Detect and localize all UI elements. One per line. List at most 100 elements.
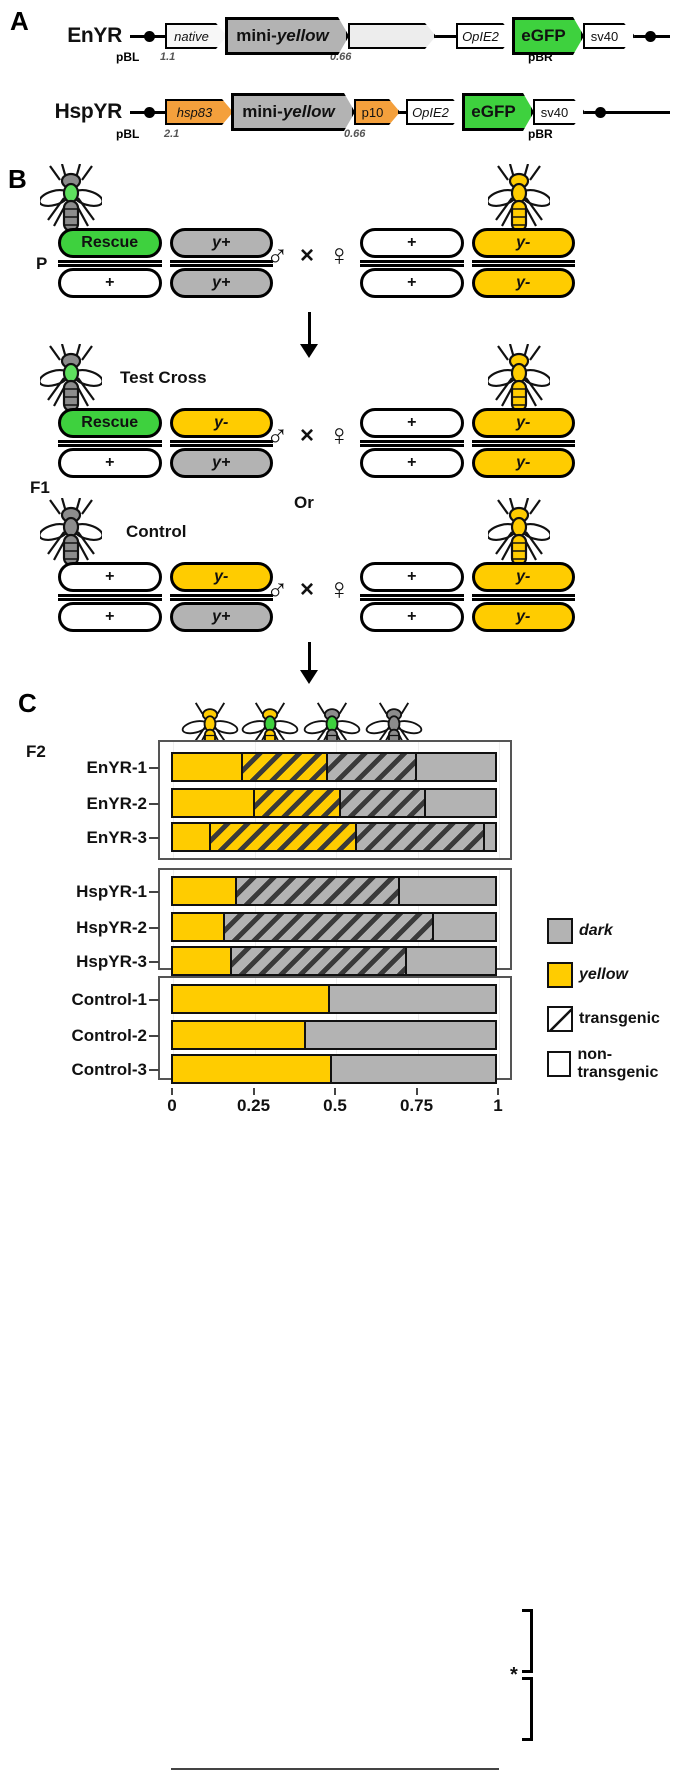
allele-y-minus: y-	[169, 408, 273, 438]
female-symbol: ♀	[328, 239, 351, 272]
control-male-bottom-alleles: + y+	[58, 602, 273, 632]
allele-y-minus: y-	[169, 562, 273, 592]
allele-y-plus: y+	[169, 602, 273, 632]
f1-female-top-alleles: + y-	[360, 408, 575, 438]
y-axis-tick	[149, 1069, 159, 1071]
stacked-bar	[171, 912, 497, 942]
panel-b-crossing-scheme: B Rescue y+ + y+ P	[0, 160, 685, 684]
bar-segment	[173, 986, 331, 1012]
gridline	[499, 870, 500, 968]
significance-bracket-top	[522, 1609, 533, 1673]
female-symbol: ♀	[328, 573, 351, 606]
gridline	[499, 742, 500, 858]
bar-segment	[232, 948, 408, 974]
allele-y-minus: y-	[471, 408, 575, 438]
x-axis-tick-label: 0.75	[399, 1096, 434, 1115]
allele-y-plus: y+	[169, 448, 273, 478]
f1-female-bottom-alleles: + y-	[360, 448, 575, 478]
segment-egfp-1: eGFP	[512, 17, 584, 55]
control-female-bottom-alleles: + y-	[360, 602, 575, 632]
label-size-native: 1.1	[160, 51, 176, 63]
bar-segment	[484, 824, 495, 850]
legend-item-non-transgenic: non-transgenic	[547, 1046, 685, 1082]
generation-label-p: P	[36, 254, 48, 273]
y-axis-tick	[149, 767, 159, 769]
stacked-bar	[171, 984, 497, 1014]
construct-hspyr: HspYR hsp83 mini-yellow p10 OpIE2 eGFP s…	[22, 92, 670, 132]
cross-f1-control: Control + y- + y+ ♂ × ♀	[0, 498, 685, 660]
p-female-genotype: + y- + y-	[360, 228, 575, 298]
arrow-head-icon	[300, 344, 318, 358]
label-or: Or	[294, 493, 314, 512]
chart-row-label: HspYR-2	[76, 918, 147, 937]
y-axis-tick	[149, 961, 159, 963]
generation-label-f2: F2	[26, 742, 46, 761]
label-size-p10: 0.66	[344, 128, 366, 140]
bar-segment	[340, 790, 427, 816]
allele-y-minus: y-	[471, 448, 575, 478]
arrow-head-icon	[300, 670, 318, 684]
x-axis-tick	[171, 1088, 173, 1095]
bar-segment	[327, 754, 418, 780]
allele-y-minus: y-	[471, 228, 575, 258]
allele-plus: +	[58, 602, 162, 632]
green-thorax-dark-fly-icon	[40, 164, 102, 233]
stacked-bar	[171, 1054, 497, 1084]
yellow-fly-icon	[488, 164, 550, 233]
allele-plus: +	[58, 562, 162, 592]
cross-symbol: ×	[300, 422, 315, 449]
segment-mini-yellow-1: mini-yellow	[225, 17, 349, 55]
bar-segment	[242, 754, 328, 780]
y-axis-tick	[149, 1035, 159, 1037]
bar-segment	[255, 790, 341, 816]
label-size-hsp83: 2.1	[164, 128, 180, 140]
yellow-fly-icon	[488, 498, 550, 567]
allele-y-plus: y+	[169, 228, 273, 258]
construct-enyr-backbone: native mini-yellow OpIE2 eGFP sv40	[130, 16, 670, 56]
bar-segment	[173, 878, 237, 904]
pbl-dot-icon	[144, 30, 155, 42]
segment-terminator-enyr	[348, 23, 436, 49]
cross-p: Rescue y+ + y+ P ♂ × ♀	[0, 164, 685, 326]
green-thorax-dark-fly-icon	[40, 344, 102, 413]
allele-plus: +	[58, 268, 162, 298]
chart-row-label: EnYR-2	[86, 794, 147, 813]
chart-row-label: EnYR-1	[86, 758, 147, 777]
label-pbl-2: pBL	[116, 127, 140, 141]
stacked-bar	[171, 752, 497, 782]
dark-fly-icon	[40, 498, 102, 567]
dark-transgenic-fly	[300, 702, 364, 759]
legend-label: non-transgenic	[577, 1046, 659, 1081]
chromosome-divider	[360, 440, 575, 447]
label-control: Control	[126, 522, 187, 541]
allele-y-plus: y+	[169, 268, 273, 298]
chart-row-label: HspYR-3	[76, 952, 147, 971]
y-axis-tick	[149, 891, 159, 893]
bar-segment	[331, 1056, 495, 1082]
p-male-top-alleles: Rescue y+	[58, 228, 273, 258]
allele-plus: +	[360, 228, 464, 258]
legend-label: dark	[579, 922, 613, 939]
label-pbl-1: pBL	[116, 50, 140, 64]
allele-y-minus: y-	[471, 562, 575, 592]
x-axis-tick-label: 0	[167, 1096, 177, 1115]
pbr-dot-icon	[645, 30, 656, 42]
construct-hspyr-name: HspYR	[54, 100, 123, 123]
bar-segment	[330, 986, 495, 1012]
f1-female-genotype: + y- + y-	[360, 408, 575, 478]
segment-sv40-2: sv40	[533, 99, 585, 125]
bar-segment	[173, 824, 211, 850]
pbl-dot-icon	[144, 106, 155, 118]
legend-swatch	[547, 962, 573, 988]
cross-symbol: ×	[300, 576, 315, 603]
segment-native-promoter: native	[165, 23, 227, 49]
bar-segment	[173, 790, 256, 816]
segment-sv40-1: sv40	[583, 23, 635, 49]
label-pbr-2: pBR	[528, 127, 553, 141]
allele-rescue: Rescue	[58, 228, 162, 258]
male-symbol: ♂	[266, 419, 289, 452]
allele-plus: +	[360, 562, 464, 592]
label-test-cross: Test Cross	[120, 368, 207, 387]
bar-segment	[306, 1022, 495, 1048]
bar-segment	[236, 878, 401, 904]
